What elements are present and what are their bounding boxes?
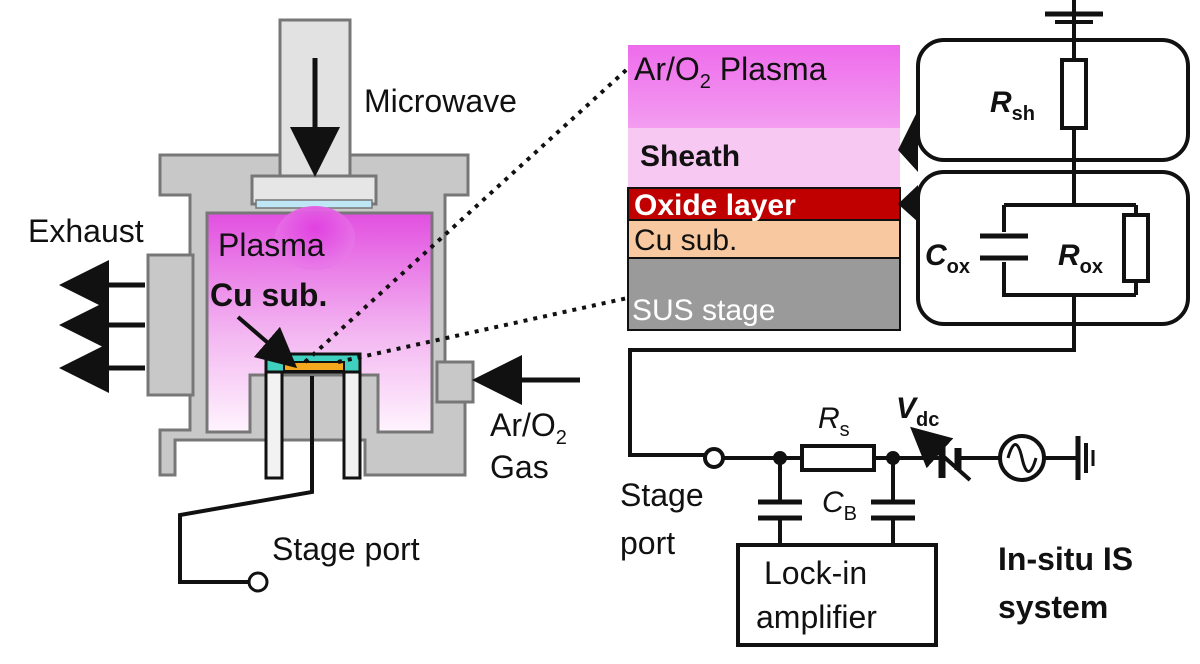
layer-sheath-label: Sheath: [640, 140, 740, 173]
gas-label-line2: Gas: [490, 449, 549, 485]
circuit-stage-port-line2: port: [620, 525, 675, 561]
plasma-label: Plasma: [218, 227, 325, 263]
layer-plasma: [628, 45, 900, 130]
r-ox-label: Rox: [1058, 239, 1103, 278]
layer-sus: [627, 257, 901, 331]
r-s-label: Rs: [818, 402, 850, 441]
layer-oxide-label: Oxide layer: [634, 189, 796, 222]
oxide-box: [916, 170, 1190, 326]
zoom-line-bottom: [337, 295, 633, 364]
system-label-line2: system: [998, 589, 1108, 625]
c-b-label: CB: [822, 486, 857, 525]
sheath-box: [916, 38, 1190, 162]
c-ox-label: Cox: [925, 239, 970, 278]
substrate-pointer-arrow: [236, 315, 298, 369]
r-s-resistor: [800, 444, 876, 472]
layer-sheath: [628, 128, 900, 188]
equivalent-circuit: [628, 0, 1190, 647]
system-label-line1: In-situ IS: [998, 541, 1133, 577]
cu-substrate-sample: [283, 361, 345, 372]
layer-cu-label: Cu sub.: [634, 224, 737, 257]
stage-pillar-right: [342, 368, 362, 480]
r-ox-resistor: [1122, 213, 1150, 283]
gas-inlet-port: [435, 360, 475, 404]
exhaust-arrows: [59, 260, 145, 393]
layer-oxide: [627, 187, 901, 221]
substrate-label: Cu sub.: [210, 277, 327, 313]
v-dc-label: Vdc: [896, 392, 939, 431]
gas-label-line1: Ar/O2: [490, 407, 567, 449]
layer-plasma-label: Ar/O2 Plasma: [634, 51, 827, 93]
plasma-region: [205, 211, 434, 434]
vdc-variable-arrow: [910, 426, 972, 482]
exhaust-port: [146, 253, 195, 397]
lockin-label-line1: Lock-in: [764, 555, 867, 591]
stage-port-terminal: [247, 571, 269, 593]
layer-stack: [627, 45, 901, 331]
circuit-stage-port-line1: Stage: [620, 477, 704, 513]
oxide-connector: [898, 185, 918, 222]
stage-pillar-left: [264, 368, 284, 480]
r-sh-label: Rsh: [990, 86, 1035, 125]
lockin-box: [736, 543, 938, 647]
circuit-stage-port: [703, 447, 725, 469]
stage-wire: [178, 376, 314, 584]
stage-port-label: Stage port: [272, 531, 420, 567]
lockin-label-line2: amplifier: [756, 599, 877, 635]
sheath-connector: [898, 110, 918, 172]
r-sh-resistor: [1060, 58, 1088, 130]
zoom-line-top: [303, 60, 637, 364]
layer-sus-label: SUS stage: [632, 294, 775, 327]
exhaust-label: Exhaust: [28, 213, 144, 249]
plasma-blob: [275, 206, 355, 270]
plasma-chamber: [59, 18, 637, 593]
microwave-label: Microwave: [364, 83, 517, 119]
